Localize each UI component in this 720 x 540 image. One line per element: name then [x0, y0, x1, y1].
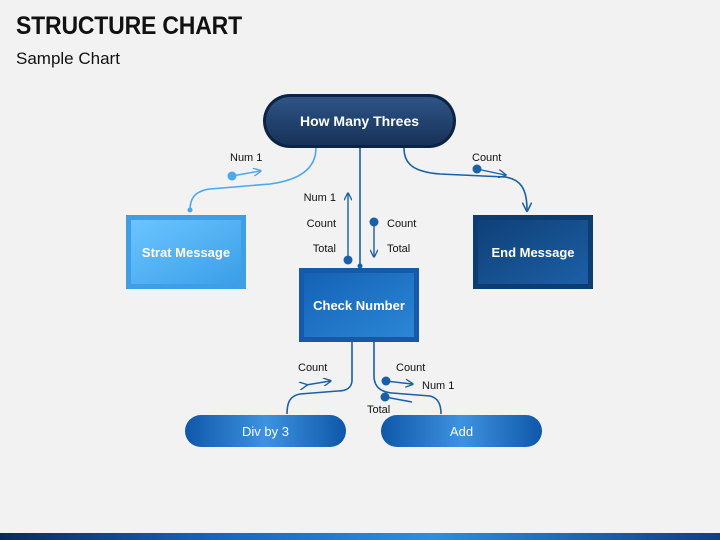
node-root-label: How Many Threes [300, 113, 419, 129]
label-add-count: Count [396, 362, 425, 374]
connector-check-to-div [286, 342, 353, 415]
connector-root-to-end [403, 147, 527, 210]
label-root-left-num1: Num 1 [230, 152, 262, 164]
data-couple-arrow [476, 168, 505, 175]
label-mid-down-count: Count [387, 218, 416, 230]
node-strat-message[interactable]: Strat Message [126, 215, 246, 289]
connector-dot [187, 207, 193, 213]
node-end-message[interactable]: End Message [473, 215, 593, 289]
page-title: STRUCTURE CHART [16, 12, 242, 40]
label-div-count: Count [298, 362, 327, 374]
connector-check-to-add [373, 342, 442, 415]
connector-root-to-strat [189, 147, 317, 211]
label-mid-up-total: Total [313, 243, 336, 255]
label-root-right-count: Count [472, 152, 501, 164]
label-mid-up-num1: Num 1 [304, 192, 336, 204]
label-add-num1: Num 1 [422, 380, 454, 392]
data-couple-arrow [231, 171, 260, 177]
connector-dot [357, 263, 363, 269]
data-couple-dot [343, 255, 353, 265]
data-couple-arrow [385, 381, 412, 384]
node-check-number[interactable]: Check Number [299, 268, 419, 342]
node-div-by-3-label: Div by 3 [242, 424, 289, 439]
data-couple-arrow [384, 396, 413, 403]
page-subtitle: Sample Chart [16, 49, 120, 68]
label-add-total: Total [367, 404, 390, 416]
label-mid-up-count: Count [307, 218, 336, 230]
data-couple-double-arrow [306, 381, 330, 385]
data-couple-dot [369, 217, 379, 227]
node-end-message-label: End Message [491, 245, 574, 260]
node-strat-message-label: Strat Message [142, 245, 230, 260]
label-mid-down-total: Total [387, 243, 410, 255]
footer-accent-bar [0, 533, 720, 540]
node-add[interactable]: Add [381, 415, 542, 447]
node-add-label: Add [450, 424, 473, 439]
node-div-by-3[interactable]: Div by 3 [185, 415, 346, 447]
node-root[interactable]: How Many Threes [263, 94, 456, 148]
node-check-number-label: Check Number [313, 298, 405, 313]
